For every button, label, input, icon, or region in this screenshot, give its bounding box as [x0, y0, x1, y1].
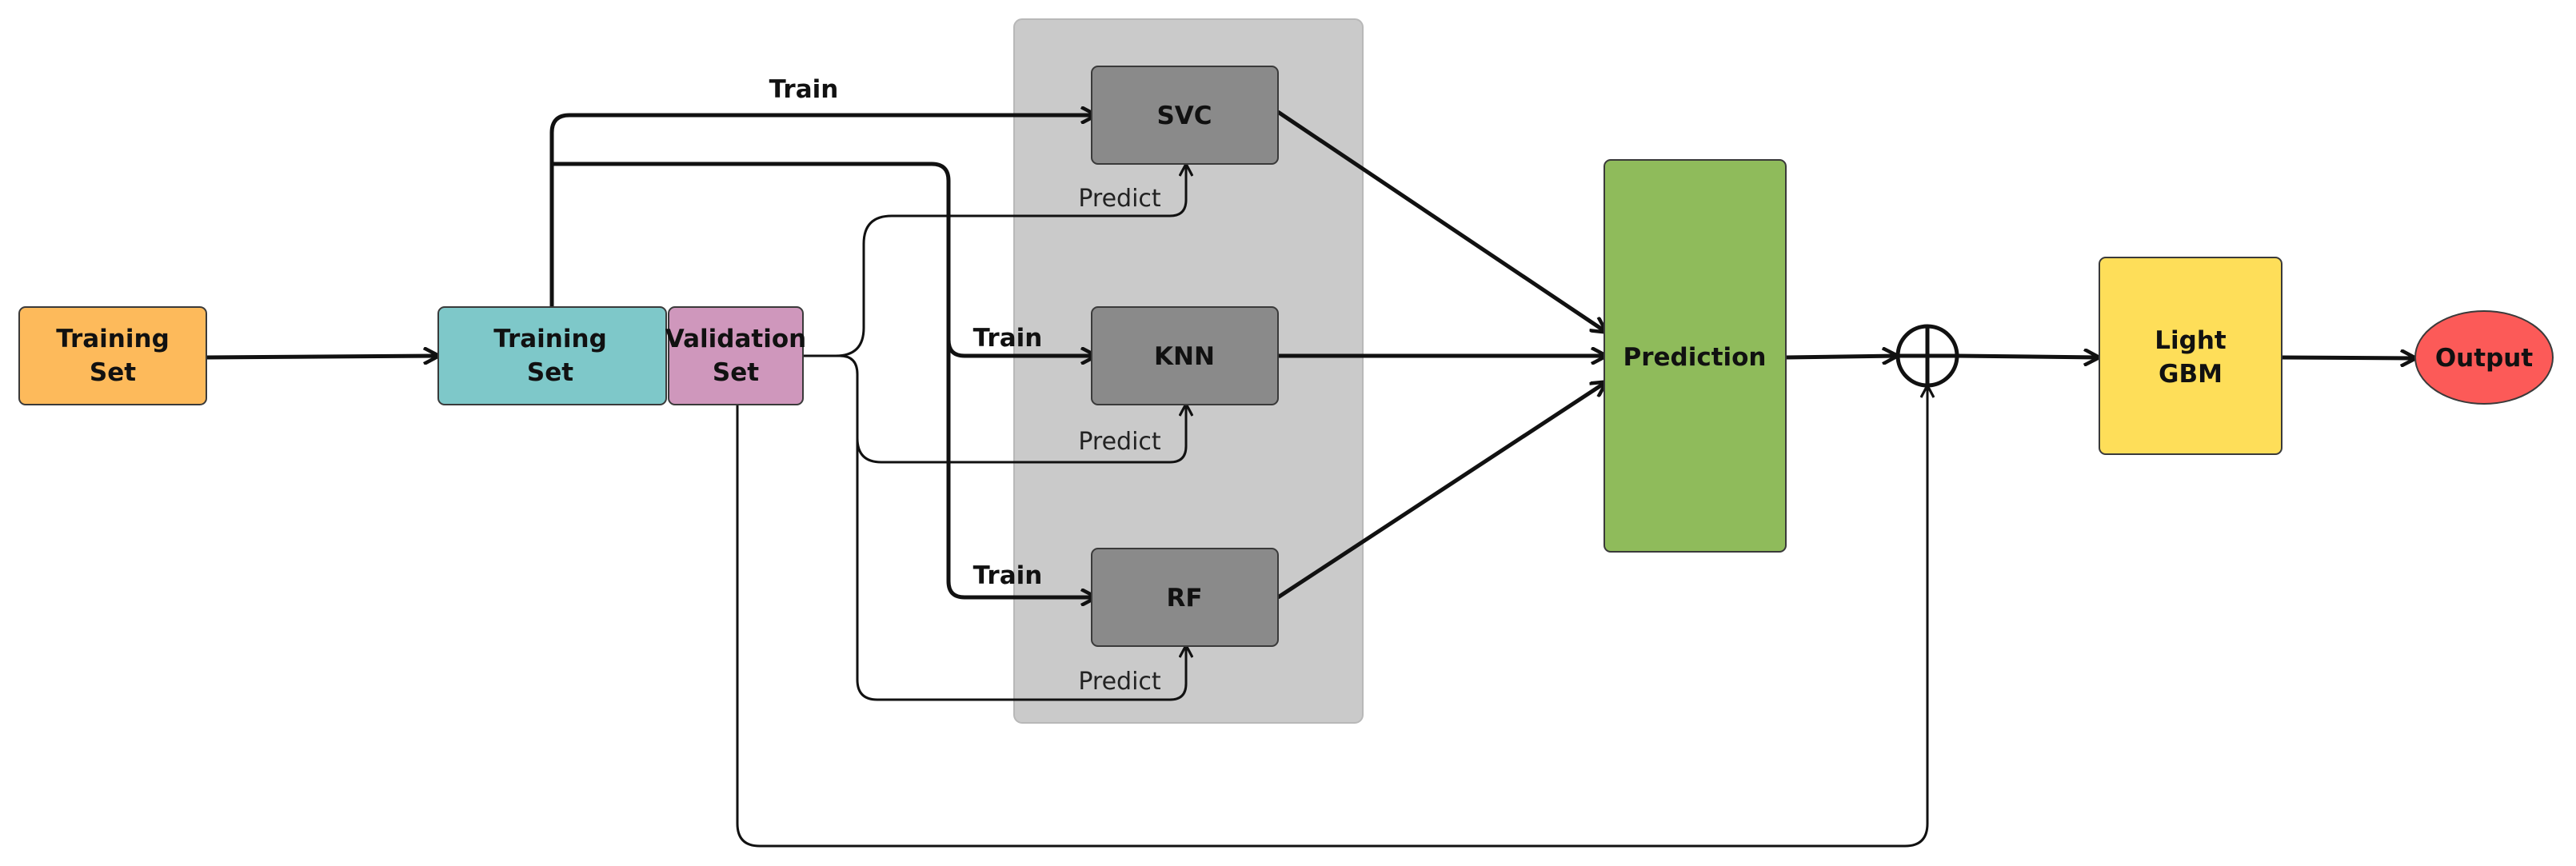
prediction-label: Prediction: [1623, 343, 1766, 372]
train-svc-label: Train: [769, 75, 839, 104]
validation-set-label-line1: Validation: [665, 325, 806, 353]
edge-prediction-to-combine: [1785, 356, 1897, 357]
split-training-set-node: Training Set: [437, 306, 667, 405]
combine-circle-plus-icon: [1895, 324, 1959, 388]
edge-validation-to-combine: [736, 386, 1927, 848]
edge-predict-knn: [803, 354, 1186, 464]
edge-rf-to-prediction: [1276, 382, 1606, 600]
edge-input-to-split: [206, 356, 438, 357]
svc-label: SVC: [1156, 102, 1212, 130]
rf-label: RF: [1166, 584, 1202, 613]
output-node: Output: [2414, 310, 2554, 405]
input-training-set-node: Training Set: [18, 306, 207, 405]
predict-svc-label: Predict: [1078, 185, 1161, 213]
train-rf-label: Train: [973, 561, 1043, 590]
input-training-set-label-line2: Set: [90, 358, 136, 387]
svc-model-node: SVC: [1091, 66, 1279, 165]
edge-train-svc: [549, 115, 1096, 307]
edge-svc-to-prediction: [1276, 110, 1606, 332]
validation-set-label-line2: Set: [713, 358, 759, 387]
validation-set-node: Validation Set: [665, 306, 806, 405]
knn-model-node: KNN: [1091, 306, 1279, 405]
knn-label: KNN: [1154, 342, 1215, 371]
rf-model-node: RF: [1091, 548, 1279, 647]
light-gbm-label-line2: GBM: [2159, 360, 2223, 389]
split-training-set-label-line1: Training: [493, 325, 607, 353]
edge-predict-rf: [856, 438, 1186, 701]
predict-knn-label: Predict: [1078, 428, 1161, 456]
edge-combine-to-lightgbm: [1957, 356, 2099, 357]
train-knn-label: Train: [973, 324, 1043, 353]
input-training-set-label-line1: Training: [56, 325, 170, 353]
prediction-node: Prediction: [1604, 159, 1787, 553]
light-gbm-node: Light GBM: [2099, 257, 2282, 455]
split-training-set-label-line2: Set: [527, 358, 573, 387]
predict-rf-label: Predict: [1078, 668, 1161, 696]
edge-predict-svc: [803, 165, 1186, 357]
edge-train-knn: [552, 162, 1096, 356]
edge-train-rf: [946, 340, 1096, 597]
light-gbm-label-line1: Light: [2155, 326, 2227, 355]
edge-lightgbm-to-output: [2281, 357, 2415, 358]
output-label: Output: [2435, 344, 2534, 373]
